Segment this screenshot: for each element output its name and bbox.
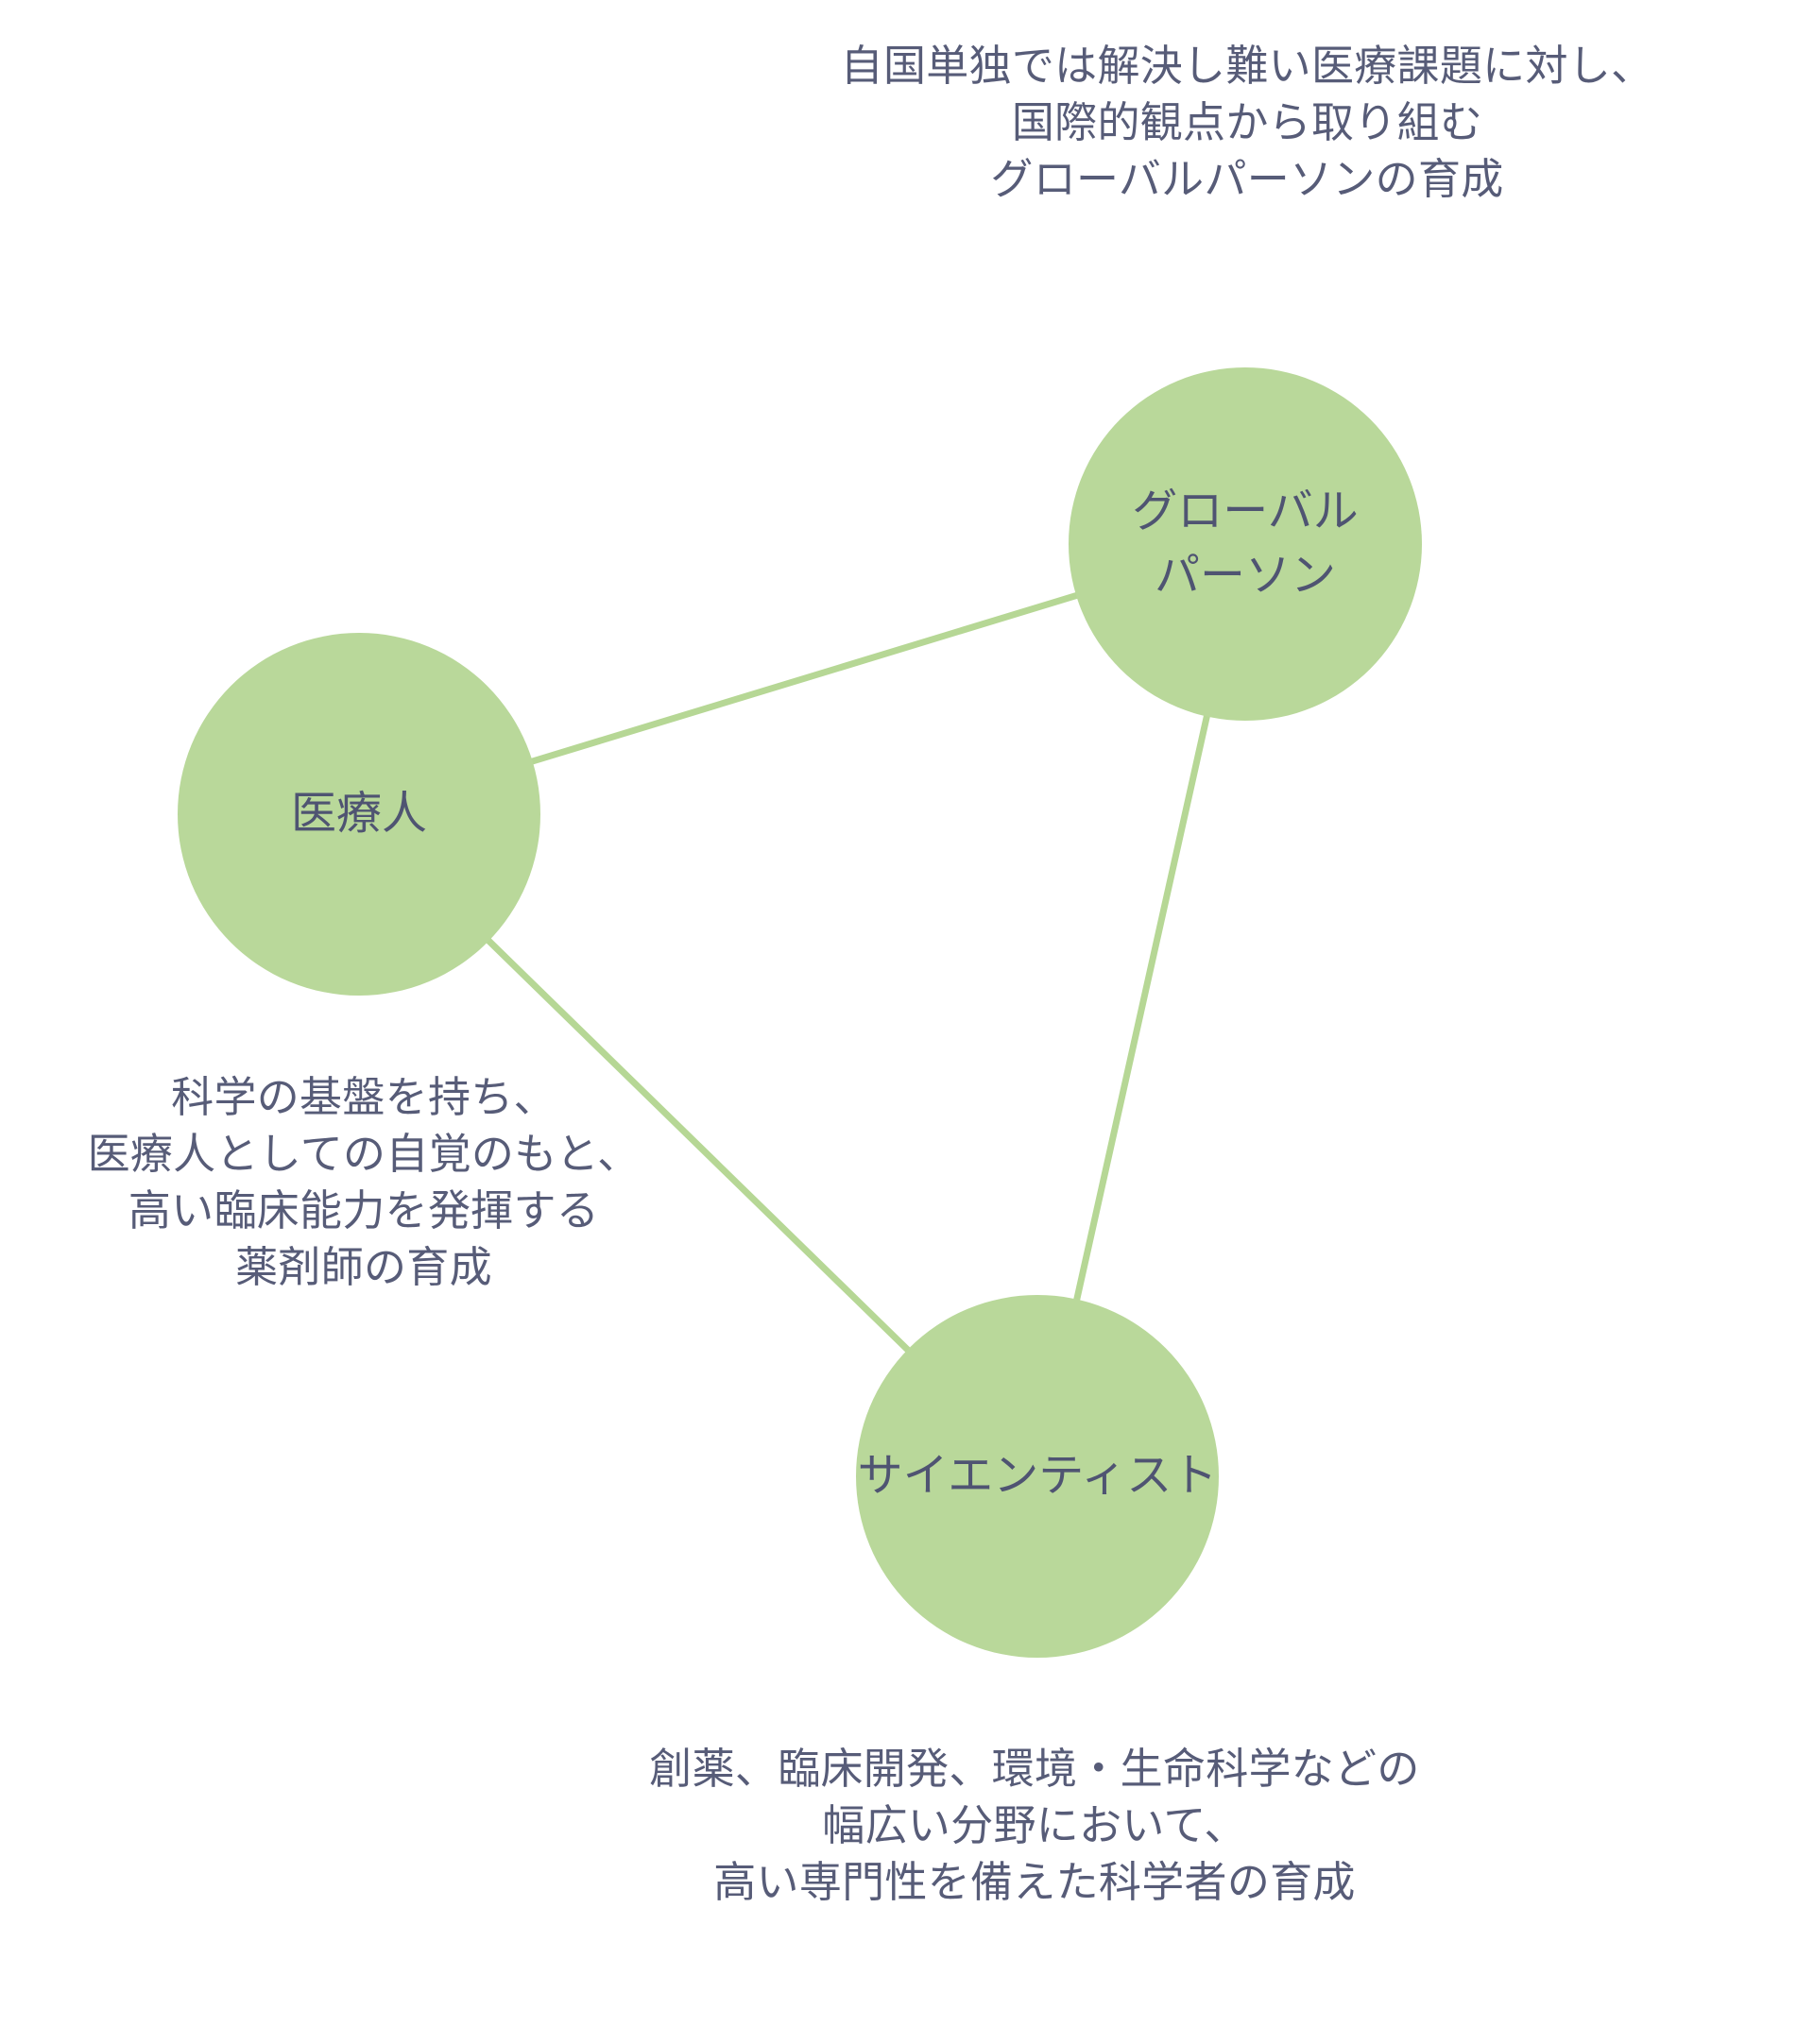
- caption-scientist: 創薬、臨床開発、環境・生命科学などの幅広い分野において、高い専門性を備えた科学者…: [416, 1741, 1653, 1911]
- caption-line: グローバルパーソンの育成: [990, 154, 1504, 203]
- node-group: [178, 367, 1422, 1658]
- caption-line: 自国単独では解決し難い医療課題に対し、: [840, 42, 1654, 90]
- caption-line: 高い専門性を備えた科学者の育成: [713, 1857, 1356, 1906]
- caption-line: 創薬、臨床開発、環境・生命科学などの: [649, 1745, 1420, 1793]
- caption-line: 薬剤師の育成: [235, 1242, 492, 1291]
- caption-line: 幅広い分野において、: [822, 1800, 1247, 1849]
- caption-line: 国際的観点から取り組む: [1011, 97, 1483, 146]
- caption-pharmacist: 科学の基盤を持ち、医療人としての自覚のもと、高い臨床能力を発揮する薬剤師の育成: [0, 1069, 727, 1295]
- caption-global-person: 自国単独では解決し難い医療課題に対し、国際的観点から取り組むグローバルパーソンの…: [624, 38, 1814, 208]
- link-medical-to-scientist: [480, 932, 916, 1358]
- caption-line: 高い臨床能力を発揮する: [128, 1185, 600, 1235]
- link-global-to-scientist: [1071, 706, 1212, 1310]
- node-circle-medical-person[interactable]: [178, 633, 540, 996]
- link-medical-to-global: [522, 589, 1087, 767]
- node-circle-global-person[interactable]: [1069, 367, 1422, 721]
- caption-line: 医療人としての自覚のもと、: [87, 1129, 641, 1178]
- link-group: [480, 589, 1212, 1358]
- node-circle-scientist[interactable]: [856, 1295, 1219, 1658]
- caption-line: 科学の基盤を持ち、: [171, 1073, 556, 1121]
